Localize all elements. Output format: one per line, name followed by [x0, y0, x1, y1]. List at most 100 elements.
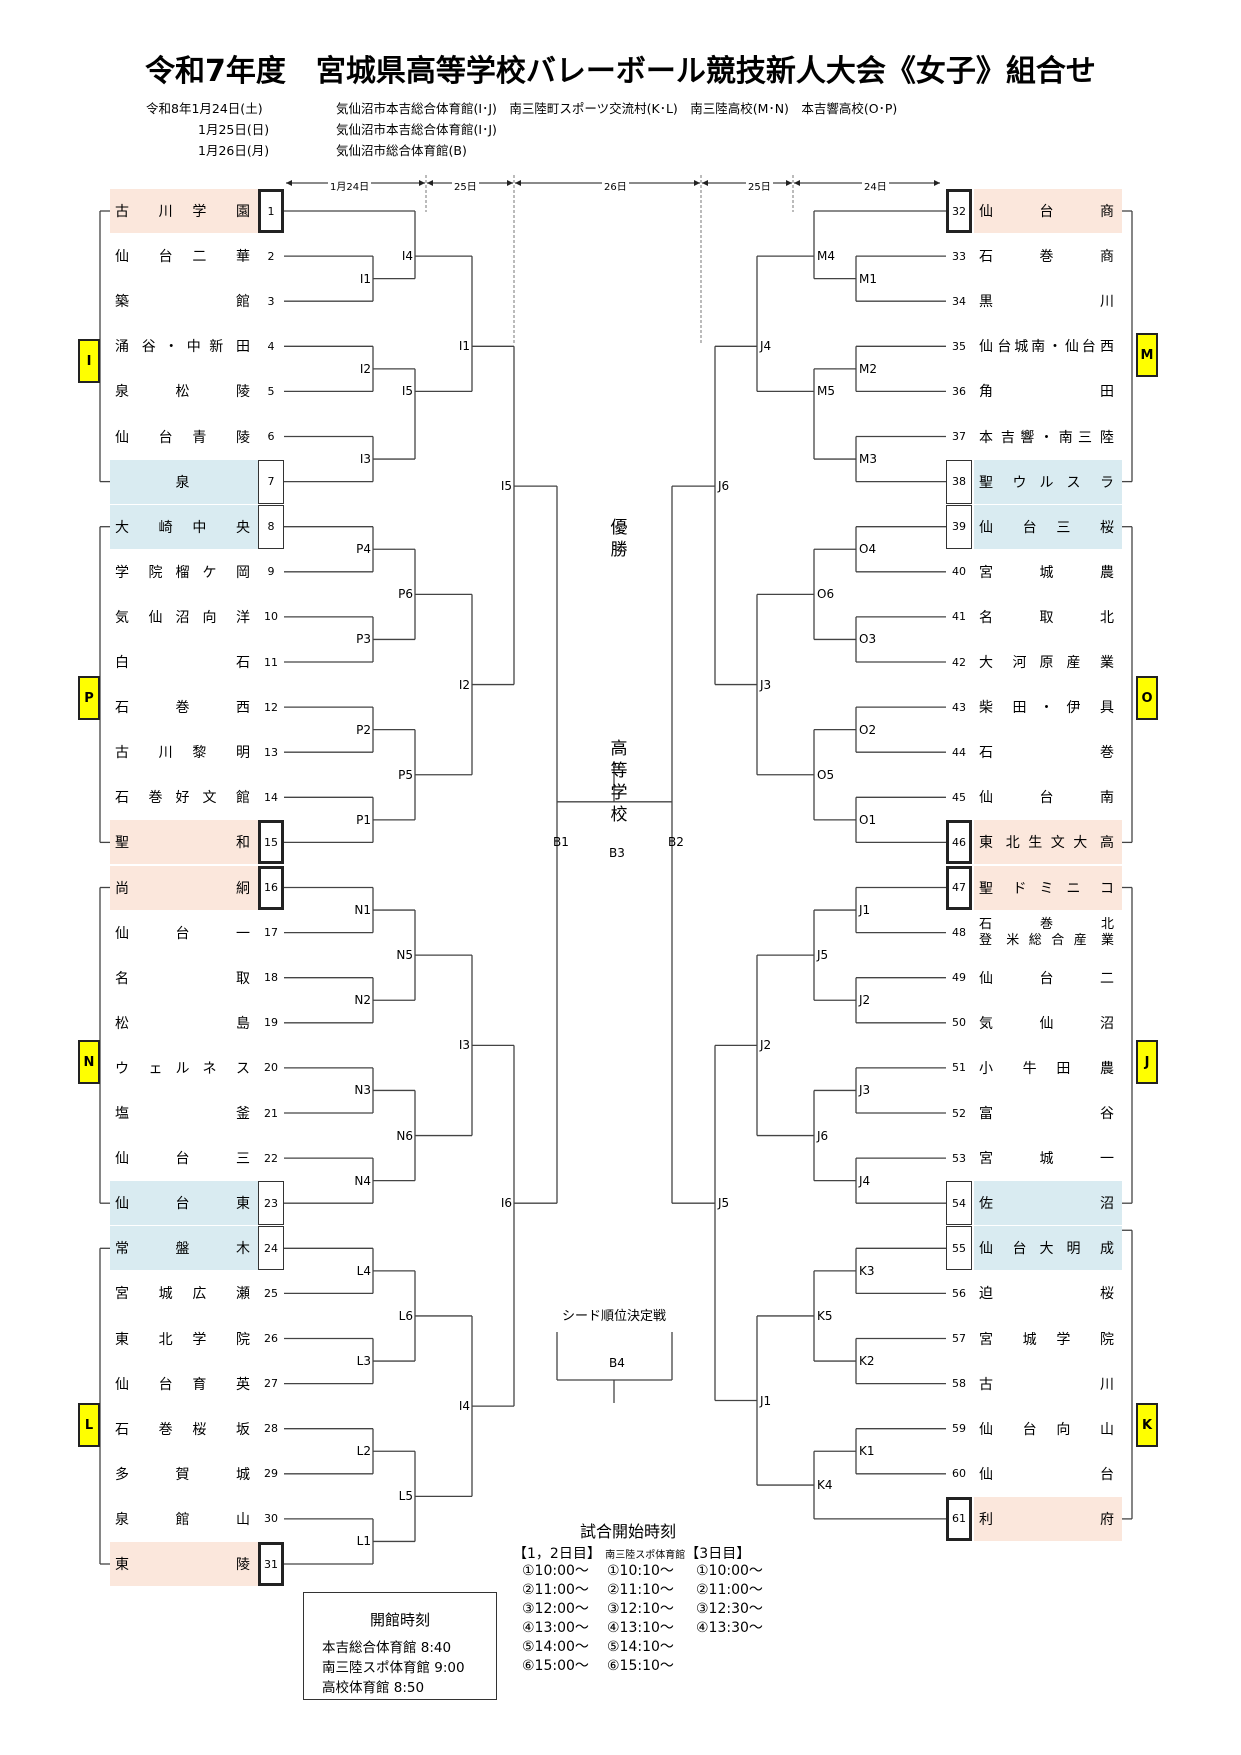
team-name-char: 白: [115, 655, 129, 671]
team-name-char: ・: [164, 339, 179, 356]
team-name-char: 松: [175, 384, 190, 401]
team-name-char: 常: [115, 1241, 129, 1258]
start-time: ④13:10～: [607, 1620, 674, 1636]
match-label: J6: [718, 479, 730, 494]
match-label: I4: [458, 1399, 470, 1414]
team-name-char: 大: [1039, 1241, 1054, 1258]
team-name-char: 業: [1100, 655, 1114, 671]
match-label-b3: B3: [609, 846, 625, 860]
team-number: 56: [952, 1286, 966, 1300]
match-label: M1: [859, 271, 877, 286]
team-name-char: 大: [979, 655, 993, 671]
team-name-char: 館: [236, 790, 250, 807]
team-number: 53: [952, 1151, 966, 1165]
team-name-char: 学: [1056, 1331, 1071, 1348]
team-number: 8: [258, 504, 284, 549]
opening-time-item: 本吉総合体育館 8:40: [322, 1640, 452, 1656]
team-number: 34: [952, 294, 966, 308]
team-name-char: 台: [158, 429, 173, 446]
team-name: 仙台向山: [974, 1407, 1122, 1451]
team-number: 25: [264, 1286, 278, 1300]
team-name-char: 青: [192, 429, 207, 446]
team-name-char: 広: [192, 1286, 207, 1303]
match-label: J4: [760, 339, 772, 354]
team-name-char: 坂: [236, 1421, 250, 1438]
team-name: 尚絅: [110, 865, 258, 910]
match-label: M4: [817, 249, 835, 264]
team-name-char: 洋: [236, 609, 250, 626]
team-number: 7: [258, 459, 284, 504]
team-number: 46: [946, 820, 972, 865]
match-label: P3: [356, 632, 371, 647]
team-number: 39: [946, 504, 972, 549]
team-name-char: 河: [1012, 655, 1027, 671]
start-times-title: 試合開始時刻: [580, 1522, 677, 1541]
match-label: P2: [356, 722, 371, 737]
team-name-char: 石: [236, 655, 250, 671]
team-name-char: 城: [236, 1466, 250, 1483]
team-name-char: ネ: [202, 1060, 217, 1077]
team-name-char: 明: [236, 745, 250, 762]
team-name: 仙台城南・仙台西: [974, 324, 1122, 368]
team-name: 仙台大明成: [974, 1226, 1122, 1271]
team-name-char: 仙: [115, 249, 129, 266]
team-name-char: 石: [115, 700, 129, 717]
team-name-char: 響: [1020, 429, 1035, 446]
team-name: 古川: [974, 1362, 1122, 1406]
team-name: 富谷: [974, 1091, 1122, 1135]
match-label: N3: [354, 1083, 371, 1098]
team-name-char: 泉: [115, 384, 129, 401]
group-badge-m: M: [1136, 333, 1158, 377]
match-label: N6: [396, 1128, 413, 1143]
team-name-char: 石: [115, 1421, 129, 1438]
team-name-char: 東: [236, 1196, 250, 1213]
team-name-char: 多: [115, 1466, 129, 1483]
match-label: N2: [354, 993, 371, 1008]
team-name-char: 釜: [236, 1106, 250, 1122]
match-label: N4: [354, 1173, 371, 1188]
team-number: 19: [264, 1016, 278, 1030]
team-name-char: 三: [1078, 429, 1093, 446]
match-label: J5: [718, 1196, 730, 1211]
team-name-char: 三: [1056, 519, 1071, 536]
team-name: 白石: [110, 640, 258, 684]
start-time: ⑥15:10～: [607, 1658, 674, 1674]
team-name-char: 仙: [115, 1151, 129, 1168]
start-times-head-minamisanriku: 南三陸スポ体育館: [605, 1550, 686, 1561]
team-name-char: 聖: [115, 835, 129, 852]
team-name-char: 陵: [236, 1557, 250, 1573]
team-name-char: 一: [236, 925, 250, 942]
team-number: 38: [946, 459, 972, 504]
team-name-char: 央: [236, 519, 250, 536]
team-name: 聖ウルスラ: [974, 459, 1122, 504]
team-name: 名取: [110, 956, 258, 1000]
arrow-head-icon: [507, 180, 513, 186]
team-name-char: 仙: [1064, 339, 1079, 356]
team-name-char: 南: [1031, 339, 1046, 356]
team-name-char: 田: [1012, 700, 1027, 717]
start-time: ④13:30～: [696, 1620, 763, 1636]
team-number: 36: [952, 384, 966, 398]
team-name-char: 仙: [115, 429, 129, 446]
team-number: 27: [264, 1377, 278, 1391]
match-label: J3: [760, 677, 772, 692]
team-name-char: 和: [236, 835, 250, 852]
team-name-char: 大: [1073, 835, 1088, 852]
team-name-char: 泉: [115, 1511, 129, 1528]
start-times-col-b: ①10:10～ ②11:10～ ③12:10～ ④13:10～ ⑤14:10～ …: [607, 1562, 674, 1676]
team-name-char: 院: [236, 1331, 250, 1348]
team-name-char: 絅: [236, 880, 250, 897]
team-number: 58: [952, 1377, 966, 1391]
team-name-char: 取: [1039, 609, 1054, 626]
schedule-venues-3: 気仙沼市総合体育館(B): [336, 143, 467, 158]
team-name-char: 華: [236, 249, 250, 266]
team-number: 42: [952, 655, 966, 669]
team-name-char: 仙: [115, 1196, 129, 1213]
team-name-char: 西: [236, 700, 250, 717]
team-name-char: ケ: [202, 564, 217, 581]
team-name: 塩釜: [110, 1091, 258, 1135]
team-name-char: ウ: [115, 1060, 129, 1077]
team-name-char: 仙: [979, 519, 993, 536]
team-name-char: 城: [158, 1286, 173, 1303]
team-number: 17: [264, 926, 278, 940]
